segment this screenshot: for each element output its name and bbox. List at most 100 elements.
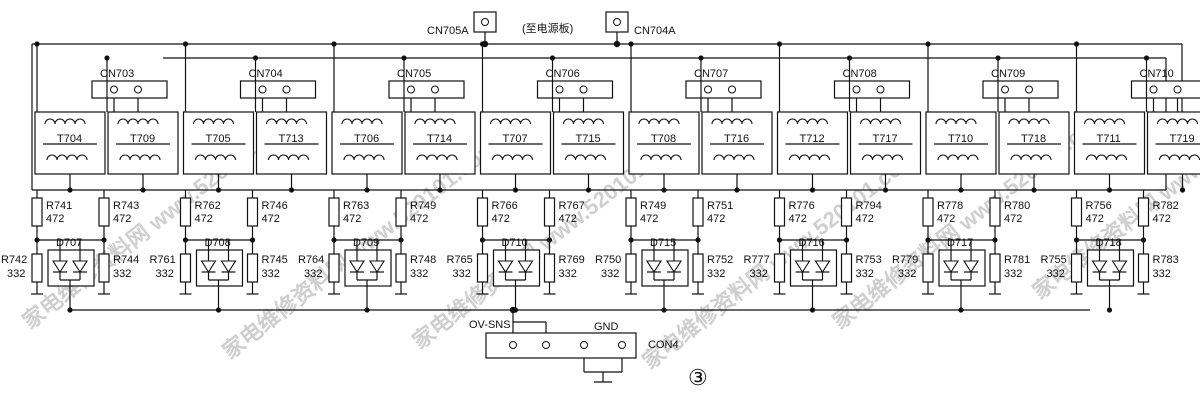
junction-dot — [958, 307, 964, 313]
resistor-value: 332 — [1047, 268, 1065, 280]
resistor-label: R745 — [262, 254, 288, 266]
resistor-value: 472 — [492, 213, 510, 225]
transformer-label: T704 — [57, 133, 82, 145]
transformer-label: T719 — [1170, 133, 1195, 145]
resistor — [328, 197, 340, 227]
resistor — [246, 253, 259, 283]
resistor-value: 332 — [1153, 268, 1171, 280]
transformer-label: T717 — [873, 133, 898, 145]
resistor — [543, 197, 556, 227]
resistor — [840, 197, 853, 227]
coil-primary — [341, 118, 383, 125]
transformer — [998, 111, 1070, 175]
connector-pin — [407, 85, 415, 94]
coil-secondary — [46, 154, 88, 161]
junction-dot — [734, 187, 740, 193]
resistor — [98, 197, 110, 227]
resistor — [31, 197, 43, 227]
resistor-label: R769 — [559, 254, 585, 266]
resistor-value: 472 — [410, 213, 428, 225]
coil-secondary — [1158, 154, 1200, 161]
resistor-label: R749 — [640, 200, 666, 212]
junction-dot — [479, 41, 486, 47]
connector-pin — [282, 85, 291, 94]
connector-label: CN704 — [249, 68, 283, 80]
resistor — [922, 253, 934, 283]
connector-pin — [1001, 85, 1009, 94]
resistor-label: R750 — [595, 254, 621, 266]
transformer-label: T706 — [354, 133, 379, 145]
coil-primary — [1008, 118, 1050, 125]
resistor — [1070, 197, 1083, 227]
resistor — [1070, 253, 1083, 283]
transformer — [776, 111, 849, 175]
lamp-connector — [536, 80, 614, 99]
connector-pin — [1025, 85, 1033, 94]
resistor-value: 332 — [898, 268, 916, 280]
coil-primary — [859, 118, 902, 125]
resistor-value: 472 — [937, 213, 955, 225]
transformer-label: T713 — [279, 133, 304, 145]
lamp-connector — [1130, 80, 1200, 99]
junction-dot — [549, 55, 556, 61]
junction-dot — [698, 55, 704, 61]
resistor-label: R761 — [150, 254, 176, 266]
resistor-value: 472 — [343, 213, 361, 225]
resistor-label: R744 — [113, 254, 139, 266]
gnd-label: GND — [594, 321, 619, 333]
resistor-value: 332 — [113, 268, 131, 280]
transformer — [255, 111, 328, 175]
transformer-label: T714 — [427, 133, 452, 145]
transformer — [479, 111, 552, 175]
coil-primary — [562, 118, 605, 125]
junction-dot — [215, 187, 222, 193]
lamp-connector — [91, 80, 168, 99]
resistor-label: R765 — [447, 254, 473, 266]
transformer — [628, 111, 700, 175]
transformer — [404, 111, 476, 175]
resistor-label: R748 — [410, 254, 436, 266]
resistor — [476, 253, 489, 283]
connector-label: CN708 — [843, 68, 877, 80]
transformer-label: T715 — [576, 133, 601, 145]
connector-pin — [431, 85, 439, 94]
junction-dot — [182, 41, 189, 47]
resistor-value: 472 — [856, 213, 874, 225]
resistor-label: R780 — [1004, 200, 1030, 212]
diode-label: D718 — [1096, 237, 1122, 249]
coil-primary — [489, 118, 532, 125]
transformer-label: T711 — [1097, 133, 1121, 145]
transformer — [552, 111, 625, 175]
resistor-value: 472 — [46, 213, 64, 225]
junction-dot — [104, 55, 110, 61]
coil-primary — [44, 118, 86, 125]
lamp-connector — [685, 80, 762, 99]
coil-primary — [638, 118, 680, 125]
resistor-value: 332 — [453, 268, 471, 280]
resistor — [1137, 197, 1150, 227]
resistor-label: R746 — [262, 200, 288, 212]
coil-secondary — [119, 154, 161, 161]
diode-label: D709 — [353, 237, 379, 249]
coil-primary — [265, 118, 308, 125]
con4-label: CON4 — [648, 339, 679, 351]
lamp-connector — [239, 80, 317, 99]
resistor-label: R755 — [1041, 254, 1067, 266]
diode-label: D707 — [56, 237, 82, 249]
figure-number: ③ — [688, 365, 708, 390]
junction-dot — [34, 41, 40, 47]
output-connector: OV-SNS GND CON4 — [469, 319, 679, 359]
junction-dot — [1031, 187, 1037, 193]
resistor-value: 472 — [789, 213, 807, 225]
resistor-value: 332 — [304, 268, 322, 280]
transformer — [182, 111, 255, 175]
resistor-value: 332 — [856, 268, 874, 280]
resistor-value: 332 — [156, 268, 174, 280]
connector-pin — [728, 85, 736, 94]
diode-label: D710 — [502, 237, 528, 249]
junction-dot — [809, 187, 816, 193]
junction-dot — [809, 307, 816, 313]
